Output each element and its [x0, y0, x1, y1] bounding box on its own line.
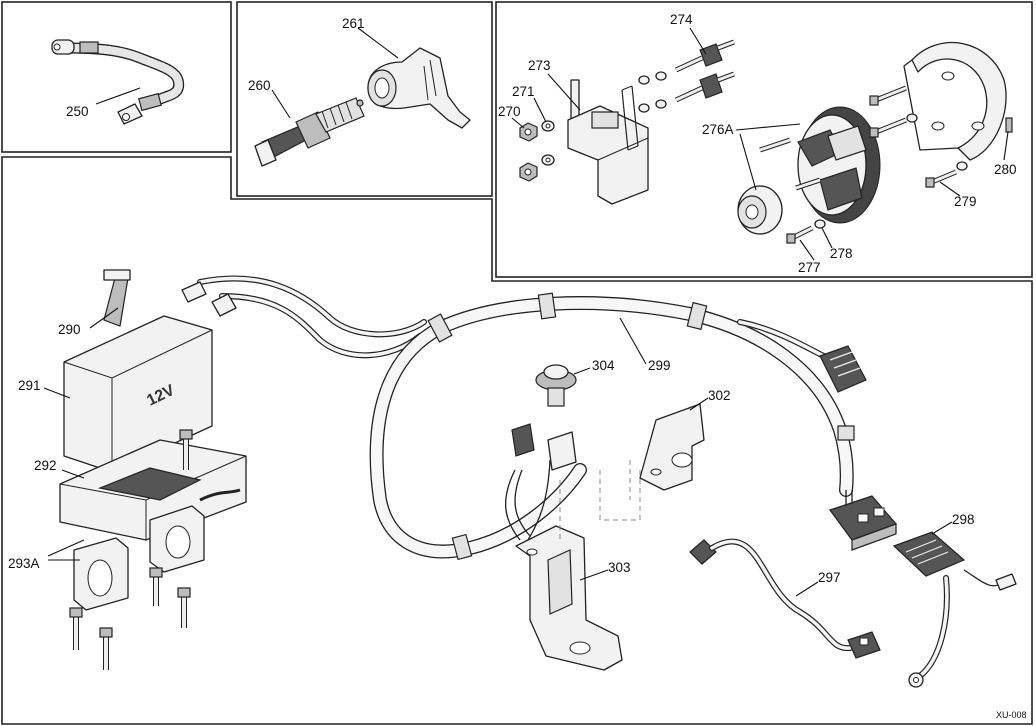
rubber-mount-studs: [674, 39, 735, 103]
wiring-harness: [197, 275, 855, 561]
callout-293A: 293A: [8, 556, 40, 571]
callout-274: 274: [670, 12, 693, 27]
push-button-switch: [511, 364, 577, 471]
callout-277: 277: [798, 260, 821, 275]
callout-290: 290: [58, 322, 81, 337]
nuts-washers: [519, 120, 555, 182]
stator-assembly: [737, 106, 881, 235]
bracket-303: [515, 525, 623, 671]
callout-297: 297: [818, 570, 841, 585]
stator-cover: [903, 41, 1007, 161]
washers-center: [638, 71, 667, 113]
callout-280: 280: [994, 162, 1017, 177]
panel-ignition: [495, 1, 1033, 278]
callout-260: 260: [248, 78, 271, 93]
harness-connector: [819, 345, 867, 393]
clamp-right: [149, 505, 205, 573]
ignition-coil: [567, 79, 649, 205]
screws-ignition: [786, 85, 1013, 244]
callout-298: 298: [952, 512, 975, 527]
battery: 12V: [63, 269, 213, 473]
callout-250: 250: [66, 104, 89, 119]
callout-261: 261: [342, 16, 365, 31]
ground-strap: [51, 39, 185, 125]
spark-plug: [254, 97, 365, 167]
callout-270: 270: [498, 104, 521, 119]
callout-299: 299: [648, 358, 671, 373]
battery-terminals: [181, 281, 237, 317]
callout-303: 303: [608, 560, 631, 575]
bolts-293: [69, 429, 193, 670]
rectifier-regulator: [892, 531, 1017, 688]
figure-code: XU-008: [996, 710, 1027, 720]
callout-279: 279: [954, 194, 977, 209]
panel-ground-strap: [1, 1, 232, 153]
lead-297: [689, 538, 881, 659]
callout-304: 304: [592, 358, 615, 373]
spark-plug-cap: [367, 47, 471, 129]
panel-spark-plug: [236, 1, 493, 197]
main-connector: [829, 490, 898, 551]
callout-302: 302: [708, 388, 731, 403]
callout-292: 292: [34, 458, 57, 473]
bracket-302: [639, 403, 705, 491]
callout-271: 271: [512, 84, 535, 99]
callout-273: 273: [528, 58, 551, 73]
callout-276A: 276A: [702, 122, 734, 137]
callout-291: 291: [18, 378, 41, 393]
clamp-left: [73, 537, 129, 611]
panel-main: [1, 156, 1033, 725]
callout-278: 278: [830, 246, 853, 261]
